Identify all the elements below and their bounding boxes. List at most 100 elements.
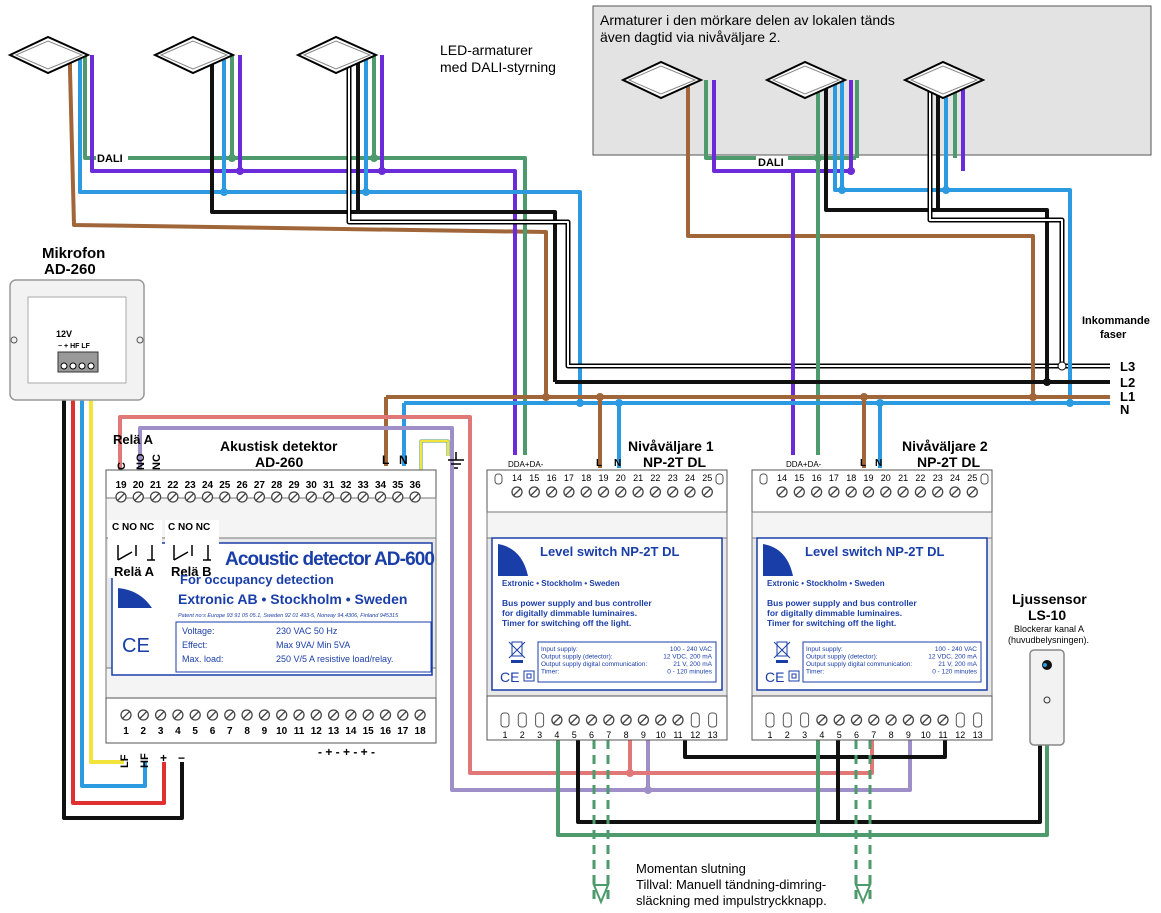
terminal-number: 2 bbox=[785, 730, 790, 740]
terminal-screw bbox=[615, 486, 627, 498]
terminal-number: 18 bbox=[581, 473, 591, 483]
terminal-screw bbox=[902, 714, 915, 726]
svg-text:−: − bbox=[178, 751, 185, 765]
terminal-screw bbox=[563, 486, 575, 498]
terminal-number: 11 bbox=[294, 726, 305, 737]
terminal-number: 29 bbox=[288, 480, 300, 491]
terminal-number: 7 bbox=[606, 730, 611, 740]
terminal-number: 25 bbox=[967, 473, 977, 483]
np-spec-key: Input supply: bbox=[541, 646, 578, 653]
terminal-number: 23 bbox=[668, 473, 678, 483]
terminal-screw bbox=[409, 491, 421, 503]
terminal-screw bbox=[224, 709, 236, 721]
terminal-screw bbox=[500, 712, 510, 728]
mic-title: Mikrofon bbox=[42, 245, 105, 262]
luminaire-icon bbox=[9, 36, 89, 74]
np-spec-val: 0 - 120 minutes bbox=[932, 669, 978, 676]
terminal-number: 15 bbox=[529, 473, 539, 483]
terminal-number: 12 bbox=[311, 726, 323, 737]
terminal-number: 16 bbox=[547, 473, 557, 483]
terminal-screw bbox=[305, 491, 317, 503]
incoming-label-1: Inkommande bbox=[1082, 315, 1150, 327]
np-desc: Timer for switching off the light. bbox=[767, 618, 896, 628]
terminal-screw bbox=[149, 491, 162, 503]
class2-icon bbox=[523, 670, 535, 682]
np-spec-key: Input supply: bbox=[806, 646, 843, 653]
terminal-screw bbox=[219, 491, 231, 503]
np-brand: Extronic • Stockholm • Sweden bbox=[502, 579, 620, 588]
weee-icon bbox=[773, 641, 791, 663]
dali-label-left: DALI bbox=[97, 153, 123, 165]
terminal-screw bbox=[585, 714, 598, 726]
luminaire-icon bbox=[154, 36, 234, 74]
terminal-screw bbox=[949, 486, 961, 498]
ad-pin-L: L bbox=[382, 453, 389, 467]
terminal-screw bbox=[708, 712, 718, 728]
terminal-number: 17 bbox=[564, 473, 574, 483]
terminal-block bbox=[759, 473, 768, 485]
terminal-screw bbox=[568, 714, 580, 726]
terminal-number: 11 bbox=[673, 730, 682, 740]
ad-patent: Patent no:s Europe 93 91 05 05.1, Sweden… bbox=[178, 613, 399, 619]
dark-note-2: även dagtid via nivåväljare 2. bbox=[600, 29, 781, 45]
np-spec-val: 12 VDC, 200 mA bbox=[928, 654, 977, 661]
terminal-screw bbox=[632, 486, 644, 498]
terminal-screw bbox=[414, 709, 426, 721]
relay-b-label: Relä B bbox=[171, 564, 211, 579]
terminal-number: 2 bbox=[141, 726, 147, 737]
terminal-number: 16 bbox=[812, 473, 822, 483]
np-desc: Bus power supply and bus controller bbox=[502, 598, 652, 608]
terminal-screw bbox=[345, 709, 357, 721]
terminal-number: 7 bbox=[227, 726, 233, 737]
np-spec-key: Output supply digital communication: bbox=[541, 661, 647, 668]
np-spec-val: 21 V, 200 mA bbox=[938, 661, 977, 668]
terminal-number: 5 bbox=[192, 726, 198, 737]
mic-pins: − + HF LF bbox=[58, 343, 91, 350]
terminal-number: 35 bbox=[392, 480, 404, 491]
momentary-1: Momentan slutning bbox=[636, 861, 746, 876]
terminal-screw bbox=[816, 714, 828, 726]
terminal-screw bbox=[551, 714, 563, 726]
terminal-number: 4 bbox=[175, 726, 181, 737]
terminal-number: 19 bbox=[115, 480, 127, 491]
terminal-number: 13 bbox=[708, 730, 718, 740]
mic-model: AD-260 bbox=[44, 261, 96, 278]
terminal-number: 13 bbox=[328, 726, 340, 737]
relay-b-symbol bbox=[165, 520, 219, 578]
terminal-number: 9 bbox=[906, 730, 911, 740]
wire-black-lum bbox=[210, 55, 557, 382]
ad-spec-val: 250 V/5 A resistive load/relay. bbox=[276, 654, 393, 664]
wire-purple-lum bbox=[90, 55, 517, 455]
ad-product-name: Acoustic detector AD-600 bbox=[225, 549, 435, 570]
terminal-screw bbox=[672, 714, 684, 726]
terminal-screw bbox=[167, 491, 179, 503]
terminal-screw bbox=[271, 491, 283, 503]
ce-mark-icon: CE bbox=[500, 669, 519, 685]
np-product-name: Level switch NP-2T DL bbox=[805, 544, 944, 559]
terminal-number: 6 bbox=[589, 730, 594, 740]
terminal-number: 14 bbox=[345, 726, 357, 737]
pin-no-label: NO bbox=[135, 453, 147, 470]
terminal-screw bbox=[511, 486, 523, 498]
relay-a-symbol bbox=[108, 520, 162, 578]
terminal-screw bbox=[667, 486, 679, 498]
terminal-number: 20 bbox=[881, 473, 891, 483]
np-desc: for digitally dimmable luminaires. bbox=[502, 608, 637, 618]
terminal-number: 25 bbox=[702, 473, 712, 483]
terminal-number: 22 bbox=[167, 480, 179, 491]
np-spec-key: Output supply (detector): bbox=[806, 654, 878, 661]
terminal-screw bbox=[701, 486, 713, 498]
terminal-screw bbox=[868, 714, 880, 726]
terminal-screw bbox=[914, 486, 927, 498]
terminal-screw bbox=[580, 486, 592, 498]
terminal-screw bbox=[655, 714, 667, 726]
terminal-screw bbox=[937, 714, 949, 726]
np1-model: NP-2T DL bbox=[643, 454, 706, 470]
extronic-logo bbox=[763, 544, 793, 576]
terminal-screw bbox=[120, 709, 132, 721]
ad-title: Akustisk detektor bbox=[220, 438, 338, 454]
np-spec-val: 100 - 240 VAC bbox=[670, 646, 712, 653]
